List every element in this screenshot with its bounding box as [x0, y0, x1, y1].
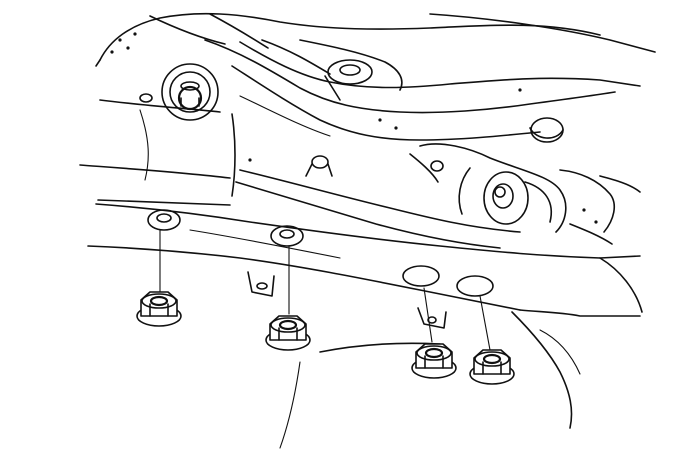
body-frame-upper — [79, 12, 656, 206]
flange-nut-2 — [265, 315, 311, 351]
flange-nut-1 — [136, 291, 182, 327]
flange-nut-3 — [411, 343, 457, 379]
stud-hole-4 — [456, 275, 494, 297]
upper-mount-bushing — [139, 63, 219, 121]
stud-hole-2 — [270, 225, 304, 247]
flange-nut-4 — [469, 349, 515, 385]
alignment-guide-lines — [159, 229, 491, 351]
stud-hole-1 — [147, 209, 181, 231]
stud-hole-3 — [402, 265, 440, 287]
upper-control-arm — [204, 39, 616, 141]
stud-holes — [147, 209, 494, 297]
rear-knuckle-bushing — [305, 117, 641, 245]
shading-dots — [110, 32, 598, 224]
